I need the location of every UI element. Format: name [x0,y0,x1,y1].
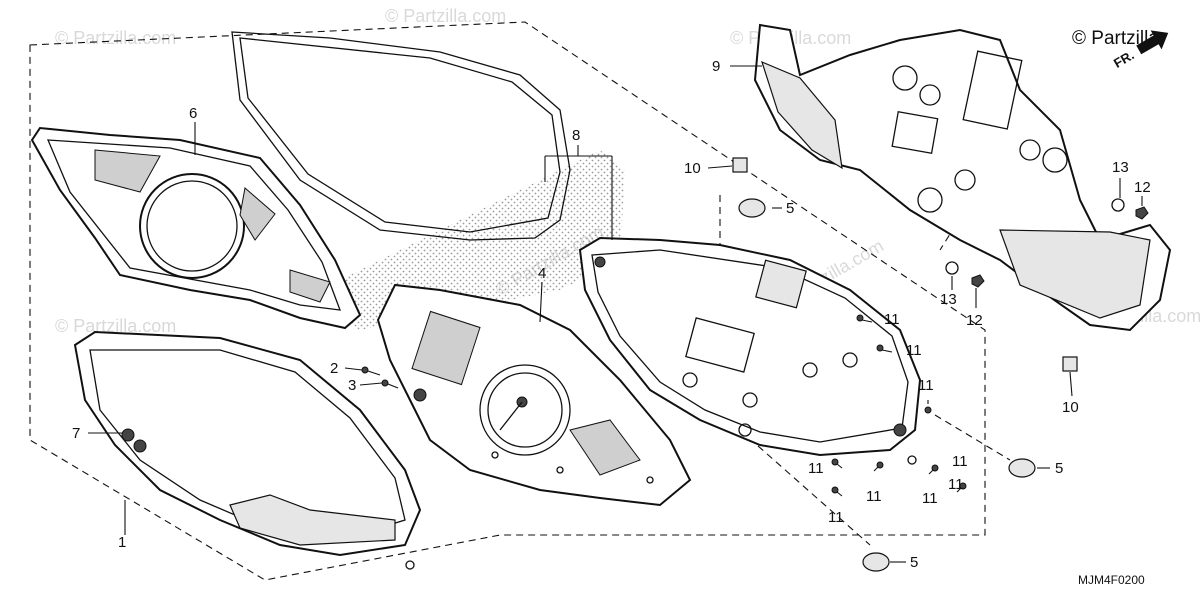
clip-nut [732,157,748,173]
direction-label: FR. [1111,47,1137,70]
guide-line [739,429,871,546]
callout-5[interactable]: 5 [1055,460,1063,477]
callout-5[interactable]: 5 [910,554,918,571]
screw [924,400,932,414]
screw [928,464,939,475]
meter-panel [376,283,692,507]
callout-12[interactable]: 12 [966,312,983,329]
clip-nut [1062,356,1078,372]
watermark-text: © Partzilla.com [55,28,176,48]
callout-13[interactable]: 13 [1112,159,1129,176]
guide-line [934,414,1011,461]
callout-1[interactable]: 1 [118,534,126,551]
nut [971,274,985,288]
screw [956,482,967,493]
watermark-text: © Partzilla.com [385,6,506,26]
meter-cover [753,23,1172,332]
diagram-code: MJM4F0200 [1078,573,1145,587]
callout-12[interactable]: 12 [1134,179,1151,196]
copyright-mark: © Partzilla [1072,28,1159,49]
callout-5[interactable]: 5 [786,200,794,217]
washer [945,261,959,275]
nut [1135,206,1149,220]
washer [1111,198,1125,212]
callout-11[interactable]: 11 [828,509,844,526]
callout-8[interactable]: 8 [572,127,580,144]
callout-11[interactable]: 11 [808,460,824,477]
callout-11[interactable]: 11 [884,311,900,328]
grommet [862,552,890,572]
callout-11[interactable]: 11 [948,476,964,493]
screw [831,486,843,497]
meter-lower-case [73,330,422,570]
callout-2[interactable]: 2 [330,360,338,377]
callout-11[interactable]: 11 [906,342,922,359]
screw [856,314,873,323]
callout-leaders [88,65,1143,563]
grommet [1008,458,1036,478]
callout-11[interactable]: 11 [952,453,968,470]
meter-assembly [578,236,922,465]
callout-11[interactable]: 11 [922,490,938,507]
screw [873,461,884,472]
screw [876,344,893,353]
meter-lens-seal [231,31,571,241]
meter-visor [30,126,362,330]
hardware [361,157,1149,572]
callout-9[interactable]: 9 [712,58,720,75]
callout-11[interactable]: 11 [918,377,934,394]
callout-10[interactable]: 10 [684,160,701,177]
callout-10[interactable]: 10 [1062,399,1079,416]
callout-3[interactable]: 3 [348,377,356,394]
watermark-text: © Partzilla.com [55,316,176,336]
lens-shading [300,150,625,330]
meter-lens-seal-inner [239,37,561,233]
callouts: 6 8 4 2 3 7 1 9 10 5 10 5 5 13 12 13 12 … [72,58,1151,571]
screw [361,366,381,376]
callout-6[interactable]: 6 [189,105,197,122]
callout-11[interactable]: 11 [866,488,882,505]
callout-4[interactable]: 4 [538,265,546,282]
grommet [738,198,766,218]
screw [831,458,843,469]
screw [381,379,399,389]
callout-13[interactable]: 13 [940,291,957,308]
callout-7[interactable]: 7 [72,425,80,442]
